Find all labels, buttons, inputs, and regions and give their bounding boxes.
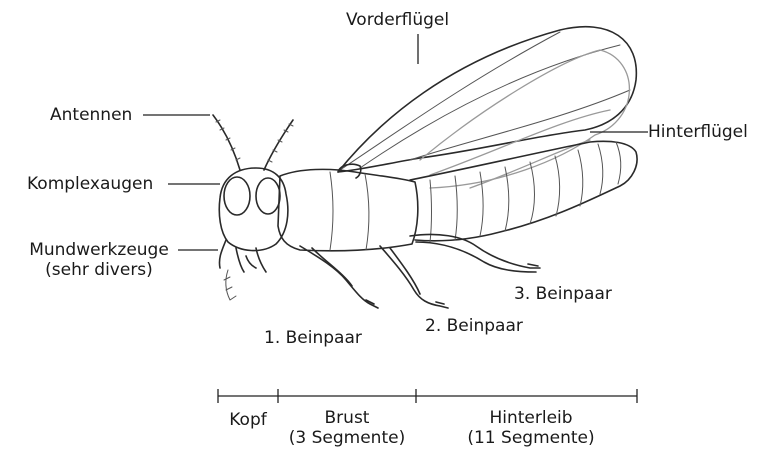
abdomen: [410, 141, 637, 240]
mouthparts: [219, 240, 266, 272]
segment-abdomen-label: Hinterleib (11 Segmente): [436, 408, 626, 448]
label-mouthparts-line1: Mundwerkzeuge: [20, 240, 178, 260]
label-leg-pair-2: 2. Beinpaar: [425, 316, 523, 336]
leg-pair-3: [410, 234, 540, 268]
compound-eye-left: [224, 177, 250, 215]
label-forewing: Vorderflügel: [346, 10, 449, 30]
forewing: [338, 27, 636, 172]
label-mouthparts-line2: (sehr divers): [20, 260, 178, 280]
leg-pair-2: [380, 246, 448, 308]
segment-abdomen-line2: (11 Segmente): [436, 428, 626, 448]
label-leg-pair-1: 1. Beinpaar: [264, 328, 362, 348]
segment-thorax-line2: (3 Segmente): [268, 428, 426, 448]
label-leg-pair-3: 3. Beinpaar: [514, 284, 612, 304]
thorax: [278, 169, 418, 250]
label-hindwing: Hinterflügel: [648, 122, 748, 142]
antenna-left: [213, 115, 240, 170]
label-mouthparts: Mundwerkzeuge (sehr divers): [20, 240, 178, 280]
segment-thorax-label: Brust (3 Segmente): [268, 408, 426, 448]
segment-thorax-line1: Brust: [268, 408, 426, 428]
label-compound-eyes: Komplexaugen: [27, 174, 153, 194]
segment-abdomen-line1: Hinterleib: [436, 408, 626, 428]
label-antennae: Antennen: [50, 105, 132, 125]
antenna-right: [264, 120, 293, 170]
compound-eye-right: [256, 178, 280, 214]
leg-pair-1: [300, 246, 378, 308]
